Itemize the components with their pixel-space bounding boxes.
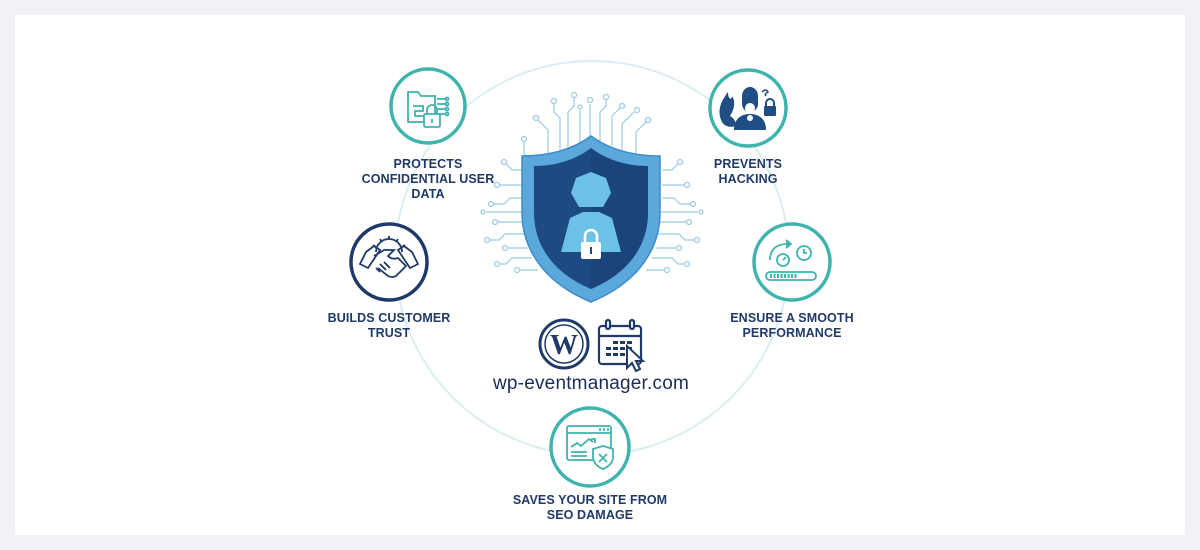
feature-label-smooth-performance: ENSURE A SMOOTH PERFORMANCE (730, 311, 854, 340)
website-domain: wp-eventmanager.com (492, 373, 690, 394)
smooth-performance-badge (752, 222, 832, 302)
protects-data-badge (389, 67, 467, 145)
hacker-lock-icon (719, 87, 776, 130)
circuit-lines-icon (480, 91, 704, 274)
wordpress-logo-icon: W (538, 318, 590, 370)
speed-gauge-icon (765, 239, 817, 281)
folder-lock-icon (407, 91, 450, 128)
feature-label-prevents-hacking: PREVENTS HACKING (713, 157, 783, 186)
seo-damage-badge (549, 406, 631, 488)
seo-shield-icon (566, 425, 614, 470)
svg-text:W: W (550, 330, 578, 361)
shield-user-lock-icon (521, 135, 661, 303)
feature-label-protects-data: PROTECTS CONFIDENTIAL USER DATA (361, 157, 495, 201)
handshake-icon (358, 236, 420, 278)
feature-label-builds-trust: BUILDS CUSTOMER TRUST (327, 311, 451, 340)
feature-label-seo-damage: SAVES YOUR SITE FROM SEO DAMAGE (512, 493, 668, 522)
builds-trust-badge (349, 222, 429, 302)
calendar-cursor-icon (597, 318, 646, 373)
prevents-hacking-badge (708, 68, 788, 148)
